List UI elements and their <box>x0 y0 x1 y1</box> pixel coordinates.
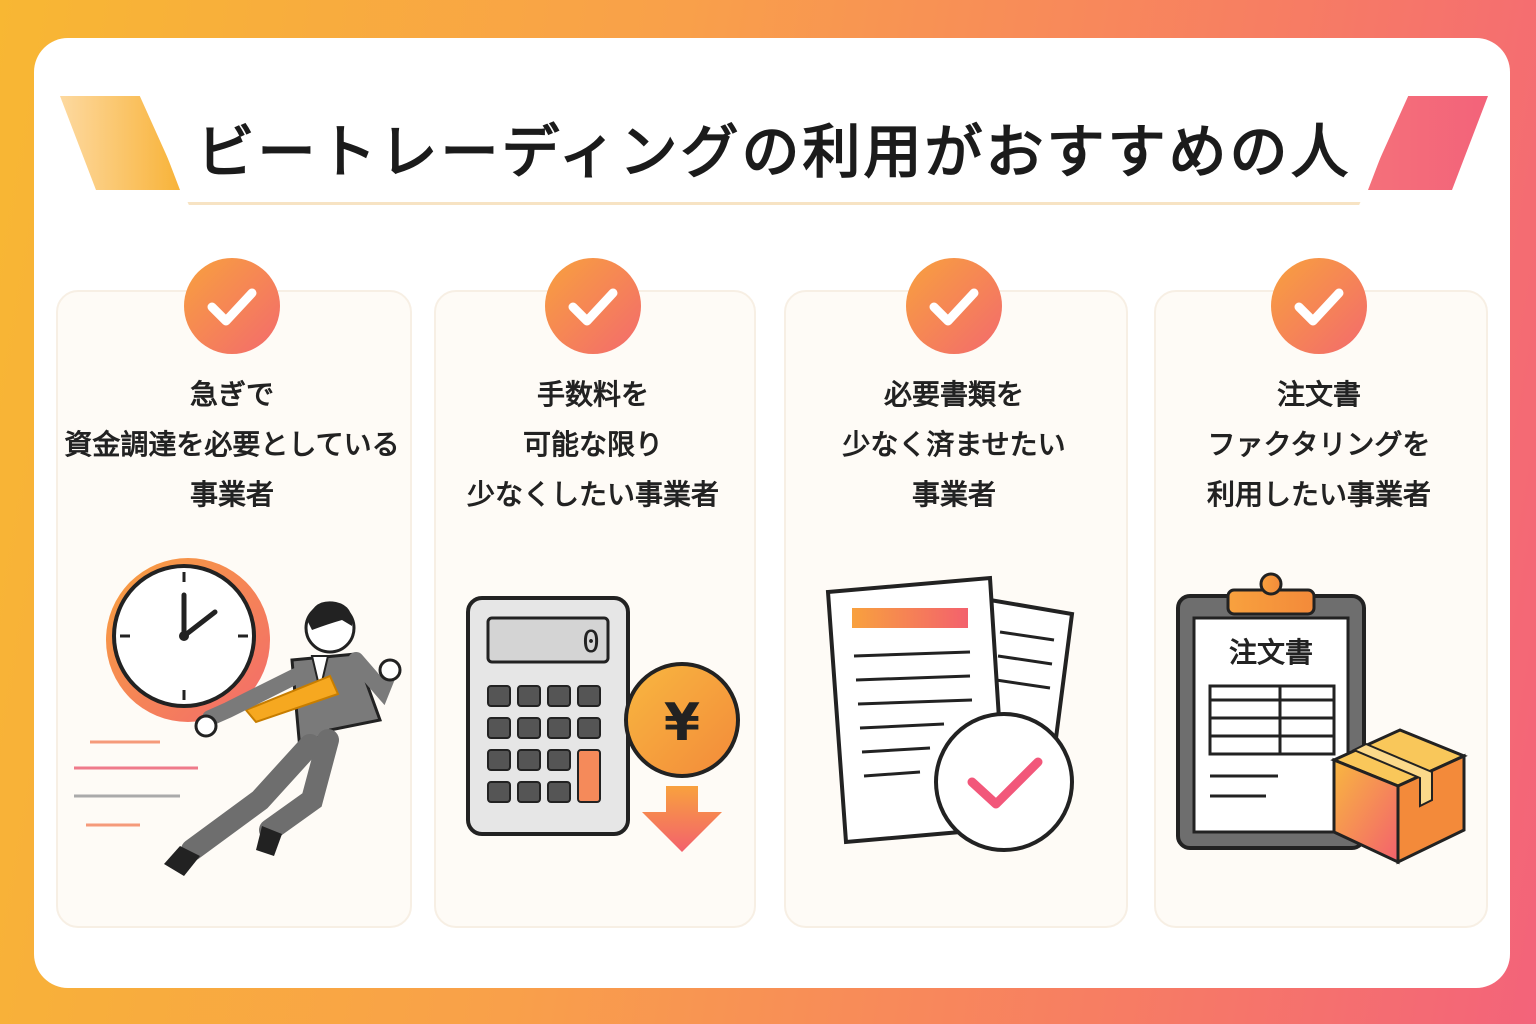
card-line: 資金調達を必要としている <box>64 428 400 461</box>
card-text-3: 必要書類を 少なく済ませたい 事業者 <box>784 370 1124 520</box>
card-line: 事業者 <box>189 478 274 511</box>
check-icon <box>184 258 280 354</box>
title-ribbon: ビートレーディングの利用がおすすめの人 <box>60 92 1488 212</box>
card-line: 事業者 <box>911 478 996 511</box>
running-businessman-clock-icon <box>74 558 402 876</box>
card-line: 注文書 <box>1276 378 1361 411</box>
yen-symbol: ¥ <box>664 693 700 753</box>
clipboard-order-box-icon: 注文書 <box>1176 572 1468 865</box>
card-line: 急ぎで <box>189 378 274 411</box>
card-line: 少なく済ませたい <box>842 428 1066 461</box>
card-text-2: 手数料を 可能な限り 少なくしたい事業者 <box>434 370 752 520</box>
card-line: 可能な限り <box>522 428 663 461</box>
card-line: 少なくしたい事業者 <box>466 478 719 511</box>
page-title: ビートレーディングの利用がおすすめの人 <box>196 118 1352 186</box>
ribbon-body <box>138 92 1410 205</box>
card-line: 必要書類を <box>883 378 1024 411</box>
card-text-1: 急ぎで 資金調達を必要としている 事業者 <box>56 370 408 520</box>
check-icon <box>1271 258 1367 354</box>
check-icon <box>906 258 1002 354</box>
documents-check-icon <box>825 575 1075 852</box>
check-icon <box>545 258 641 354</box>
calc-display: 0 <box>582 625 600 660</box>
card-text-4: 注文書 ファクタリングを 利用したい事業者 <box>1154 370 1484 520</box>
clipboard-title: 注文書 <box>1229 636 1313 669</box>
card-line: 利用したい事業者 <box>1206 478 1431 511</box>
card-line: 手数料を <box>536 378 649 411</box>
card-line: ファクタリングを <box>1207 428 1431 461</box>
calculator-yen-down-icon: 0 ¥ <box>466 596 740 852</box>
